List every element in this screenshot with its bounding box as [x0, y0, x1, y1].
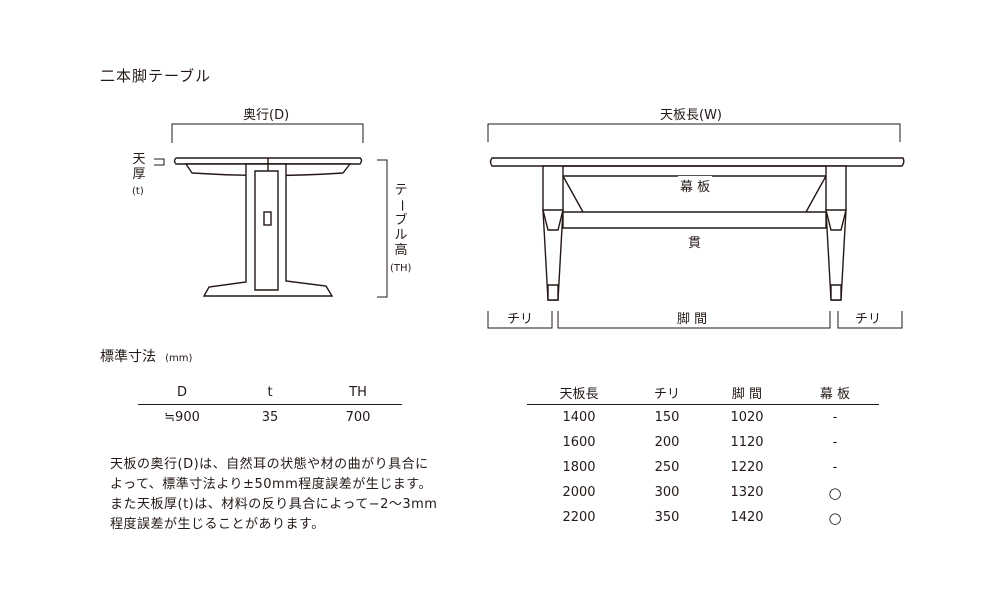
note-text: 天板の奥行(D)は、自然耳の状態や材の曲がり具合に よって、標準寸法より±50m… [110, 455, 437, 535]
header-leg-span: 脚 間 [703, 380, 791, 405]
cell-t: 35 [261, 410, 279, 425]
height-label: テ ー ブ ル 高 [393, 183, 409, 258]
left-overhang-label: チリ [507, 312, 534, 327]
header-d: D [138, 380, 226, 405]
cell-overhang: 300 [654, 485, 680, 500]
cell-top-length: 1600 [562, 435, 596, 450]
note-line: よって、標準寸法より±50mm程度誤差が生じます。 [110, 477, 433, 492]
width-label: 天板長(W) [660, 108, 722, 123]
table-row: 1800 250 1220 - [527, 455, 879, 480]
table-row: 2000 300 1320 ○ [527, 480, 879, 505]
depth-label: 奥行(D) [243, 108, 290, 123]
cell-leg-span: 1420 [730, 510, 764, 525]
front-left-leg [542, 165, 564, 301]
cell-leg-span: 1020 [730, 410, 764, 425]
header-th: TH [314, 380, 402, 405]
table-row: 1400 150 1020 - [527, 405, 879, 431]
side-leg-center [254, 170, 279, 291]
table-row: ≒900 35 700 [138, 405, 402, 431]
side-leg-joint [263, 211, 272, 226]
front-view-table [489, 157, 905, 301]
standard-size-unit: (mm) [165, 353, 193, 364]
header-t: t [226, 380, 314, 405]
cell-top-length: 2200 [562, 510, 596, 525]
right-overhang-bracket [837, 311, 903, 329]
height-char: ブ [394, 213, 408, 228]
standard-size-table: D t TH ≒900 35 700 [138, 380, 402, 430]
cell-overhang: 350 [654, 510, 680, 525]
leg-span-label: 脚 間 [677, 312, 708, 327]
size-table: 天板長 チリ 脚 間 幕 板 1400 150 1020 - 1600 200 … [527, 380, 879, 530]
front-stretcher [562, 211, 827, 229]
side-view-table [173, 157, 363, 297]
height-char: テ [394, 183, 408, 198]
height-char: 高 [394, 243, 408, 258]
cell-apron: - [832, 435, 838, 450]
standard-size-heading: 標準寸法 (mm) [100, 346, 192, 366]
size-table-header-row: 天板長 チリ 脚 間 幕 板 [527, 380, 879, 405]
cell-top-length: 1400 [562, 410, 596, 425]
table-row: 1600 200 1120 - [527, 430, 879, 455]
note-line: また天板厚(t)は、材料の反り具合によって−2〜3mm [110, 497, 438, 512]
cell-leg-span: 1220 [730, 460, 764, 475]
cell-overhang: 150 [654, 410, 680, 425]
stretcher-label: 貫 [688, 236, 702, 251]
table-row: 2200 350 1420 ○ [527, 505, 879, 530]
standard-size-title: 標準寸法 [100, 349, 156, 365]
depth-dimension-bracket [171, 123, 364, 143]
cell-leg-span: 1120 [730, 435, 764, 450]
cell-apron: - [832, 410, 838, 425]
right-overhang-label: チリ [855, 312, 882, 327]
height-char: ル [394, 228, 408, 243]
front-right-leg [825, 165, 847, 301]
cell-top-length: 2000 [562, 485, 596, 500]
thickness-char: 厚 [132, 167, 146, 182]
header-apron: 幕 板 [791, 380, 879, 405]
thickness-dimension-bracket [154, 158, 165, 166]
apron-label: 幕 板 [678, 176, 713, 195]
cell-leg-span: 1320 [730, 485, 764, 500]
note-line: 程度誤差が生じることがあります。 [110, 517, 325, 532]
header-overhang: チリ [631, 380, 703, 405]
note-line: 天板の奥行(D)は、自然耳の状態や材の曲がり具合に [110, 457, 429, 472]
standard-size-header-row: D t TH [138, 380, 402, 405]
cell-d: ≒900 [164, 410, 200, 425]
page-title: 二本脚テーブル [100, 67, 212, 85]
height-dimension-bracket [377, 159, 388, 298]
cell-overhang: 250 [654, 460, 680, 475]
thickness-char: 天 [132, 152, 146, 167]
cell-top-length: 1800 [562, 460, 596, 475]
cell-th: 700 [345, 410, 371, 425]
cell-apron: - [832, 460, 838, 475]
cell-apron: ○ [828, 483, 842, 502]
height-symbol: (TH) [390, 263, 412, 274]
height-char: ー [393, 198, 409, 212]
cell-apron: ○ [828, 508, 842, 527]
front-tabletop [489, 157, 905, 167]
cell-overhang: 200 [654, 435, 680, 450]
thickness-symbol: (t) [132, 186, 144, 197]
thickness-label: 天 厚 [131, 152, 147, 182]
width-dimension-bracket [487, 123, 901, 142]
leg-span-bracket [557, 311, 831, 329]
left-overhang-bracket [487, 311, 553, 329]
header-top-length: 天板長 [527, 380, 631, 405]
